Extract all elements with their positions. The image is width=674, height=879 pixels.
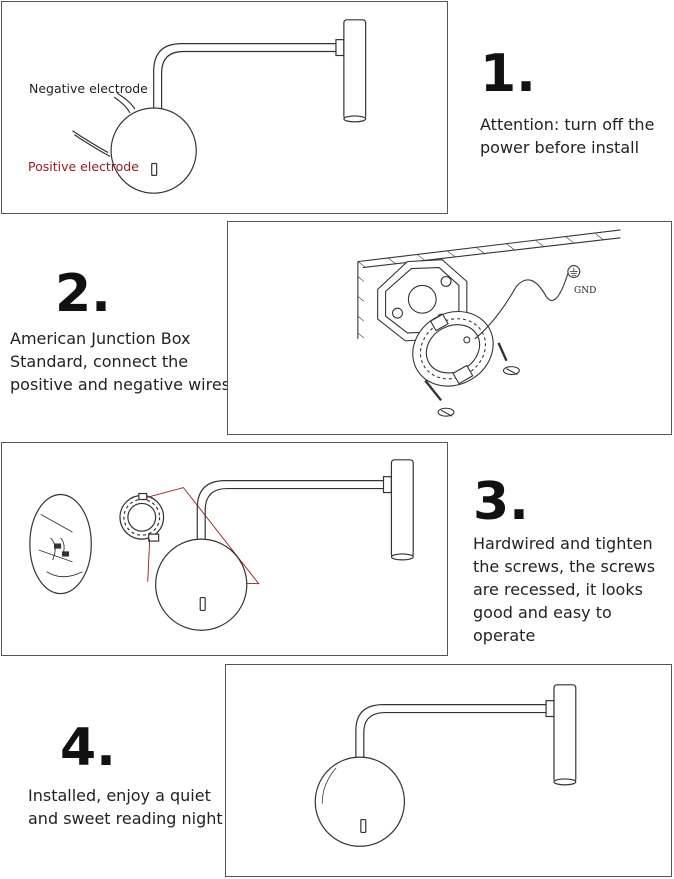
negative-electrode-label: Negative electrode (29, 81, 148, 96)
step-3-text: Hardwired and tighten the screws, the sc… (473, 534, 656, 645)
junction-box-drawing (357, 229, 621, 417)
positive-electrode-label: Positive electrode (28, 159, 139, 174)
hardwire-install-drawing (29, 459, 414, 631)
lamp-wiring-drawing (72, 19, 367, 194)
installed-lamp-drawing (314, 684, 577, 847)
step-1-illustration-panel: Negative electrode Positive electrode (1, 1, 448, 214)
step-4-number: 4. (60, 718, 116, 778)
step-2-text: American Junction Box Standard, connect … (10, 329, 231, 394)
step-3-illustration-panel (1, 442, 448, 656)
step-4-illustration-panel (225, 664, 672, 877)
step-2-number: 2. (55, 264, 111, 324)
gnd-label: GND (574, 286, 597, 296)
step-1-text: Attention: turn off the power before ins… (480, 115, 655, 157)
step-4-text: Installed, enjoy a quiet and sweet readi… (28, 786, 223, 828)
step-2-illustration-panel: GND (227, 221, 672, 435)
step-3-number: 3. (473, 472, 529, 532)
step-1-number: 1. (480, 44, 536, 104)
